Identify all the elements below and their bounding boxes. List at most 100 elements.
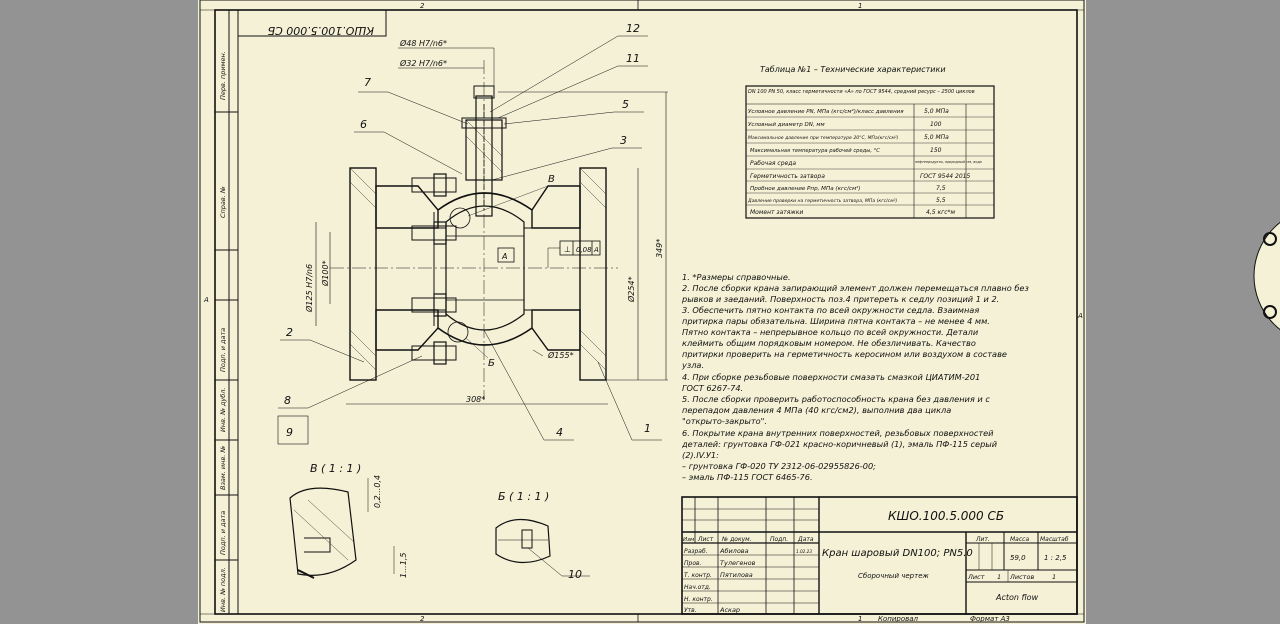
zone-right: A (1077, 312, 1083, 320)
mirrored-drawing-number: КШО.100.5.000 СБ (268, 24, 374, 37)
svg-text:Масштаб: Масштаб (1040, 536, 1069, 543)
svg-text:Разраб.: Разраб. (684, 548, 708, 555)
spec-table-title: Таблица №1 – Технические характеристики (760, 65, 946, 74)
svg-text:Максимальная температура рабоч: Максимальная температура рабочей среды, … (750, 148, 880, 154)
zone-top-right: 1 (858, 2, 862, 10)
title-block: Изм. Лист № докум. Подп. Дата Разраб. Аб… (681, 496, 1078, 615)
drawing-number: КШО.100.5.000 СБ (888, 509, 1004, 523)
svg-text:1.02.23: 1.02.23 (796, 549, 812, 554)
stamp-vzam-inv: Взам. инв. № (219, 446, 227, 490)
footer-format: Формат A3 (970, 615, 1010, 623)
svg-text:1: 1 (644, 422, 651, 435)
svg-text:– эмаль ПФ-115 ГОСТ 6465-76.: – эмаль ПФ-115 ГОСТ 6465-76. (682, 472, 813, 482)
svg-text:Тулегенов: Тулегенов (720, 559, 756, 567)
detail-view-v: В ( 1 : 1 ) 0,2...0,4 1...1,5 (289, 462, 408, 579)
view-v-dim-b: 1...1,5 (399, 553, 408, 578)
view-v-label: В ( 1 : 1 ) (310, 462, 361, 475)
svg-text:Пятно контакта – непрерывное к: Пятно контакта – непрерывное кольцо по в… (682, 327, 979, 337)
detail-view-b: Б ( 1 : 1 ) 10 (495, 490, 590, 581)
outer-frame (199, 0, 1085, 623)
svg-text:Момент затяжки: Момент затяжки (750, 209, 803, 216)
svg-text:Масса: Масса (1010, 536, 1029, 543)
svg-text:5,0 МПа: 5,0 МПа (924, 108, 949, 115)
svg-text:Давление проверки на герметичн: Давление проверки на герметичность затво… (747, 198, 898, 204)
svg-text:⊥: ⊥ (564, 245, 571, 254)
company-name: Acton flow (995, 593, 1039, 602)
svg-text:Условное давление PN, МПа (кгс: Условное давление PN, МПа (кгс/см²)/клас… (748, 108, 904, 115)
svg-text:– грунтовка ГФ-020 ТУ 2312-06-: – грунтовка ГФ-020 ТУ 2312-06-02955826-0… (682, 461, 876, 471)
stamp-inv-podl: Инв. № подл. (219, 567, 227, 612)
svg-text:Абилова: Абилова (719, 547, 749, 555)
svg-text:2: 2 (286, 326, 293, 339)
svg-text:Нач.отд.: Нач.отд. (684, 584, 711, 591)
zone-bottom-right: 1 (858, 615, 862, 623)
detail-mark-b: Б (488, 358, 495, 369)
footer-copied: Копировал (878, 615, 919, 623)
svg-text:деталей: грунтовка ГФ-021 крас: деталей: грунтовка ГФ-021 красно-коричне… (681, 439, 998, 449)
svg-text:6. Покрытие крана внутренних: 6. Покрытие крана внутренних поверхносте… (682, 428, 994, 438)
svg-text:3: 3 (620, 134, 627, 147)
svg-text:9: 9 (286, 426, 293, 439)
datum-a: A (501, 252, 507, 261)
svg-text:150: 150 (930, 147, 942, 154)
drawing-sheet: 2 1 2 1 A A Перв. примен. Справ. № Подп.… (198, 0, 1086, 624)
svg-text:5,0 МПа: 5,0 МПа (924, 134, 949, 141)
svg-text:Рабочая среда: Рабочая среда (750, 160, 796, 167)
svg-text:нефтепродукты, природный газ,: нефтепродукты, природный газ, вода (915, 160, 982, 164)
svg-text:Изм.: Изм. (683, 537, 696, 543)
drawing-scale: 1 : 2,5 (1044, 554, 1067, 562)
svg-text:7,5: 7,5 (936, 185, 946, 192)
sheet-no: 1 (997, 573, 1001, 581)
svg-text:4. При сборке резьбовые пове: 4. При сборке резьбовые поверхности смаз… (682, 372, 980, 382)
valve-section-view (330, 60, 618, 400)
zone-left: A (203, 296, 209, 304)
zone-bottom-left: 2 (420, 615, 425, 623)
svg-text:ГОСТ 6267-74.: ГОСТ 6267-74. (682, 383, 743, 393)
svg-text:Листов: Листов (1009, 573, 1034, 581)
svg-text:Подп.: Подп. (770, 536, 788, 543)
detail-mark-v: В (548, 174, 555, 185)
svg-text:4: 4 (556, 426, 563, 439)
dim-d125: Ø125 H7/n6 (304, 264, 314, 313)
tolerance-value: 0,08 (576, 246, 592, 254)
svg-text:5. После сборки проверить ра: 5. После сборки проверить работоспособно… (682, 394, 990, 404)
stamp-sprav-no: Справ. № (219, 186, 227, 218)
svg-text:(2).IV.У1:: (2).IV.У1: (682, 450, 719, 460)
stamp-inv-dubl: Инв. № дубл. (219, 388, 227, 432)
dim-d100: Ø100* (320, 260, 330, 287)
svg-text:10: 10 (568, 568, 582, 581)
svg-text:Утв.: Утв. (684, 607, 697, 614)
svg-text:перепадом давления 4 МПа (40 к: перепадом давления 4 МПа (40 кгс/см2), в… (682, 405, 951, 415)
svg-text:Дата: Дата (797, 536, 814, 543)
svg-text:Т. контр.: Т. контр. (684, 572, 712, 579)
side-stamp: Перв. примен. Справ. № Подп. и дата Инв.… (215, 10, 239, 614)
view-b-label: Б ( 1 : 1 ) (498, 490, 549, 503)
svg-text:3. Обеспечить пятно контакта: 3. Обеспечить пятно контакта по всей окр… (682, 305, 979, 315)
dimensions: Ø48 H7/n6* Ø32 H7/n6* Ø125 H7/n6 Ø100* Ø… (304, 38, 668, 405)
svg-text:Максимальное давление при темп: Максимальное давление при температуре 20… (748, 135, 899, 141)
svg-text:Пятилова: Пятилова (720, 571, 753, 579)
tolerance-datum: A (593, 246, 599, 254)
svg-text:№ докум.: № докум. (721, 536, 752, 543)
svg-text:рывков и заеданий. Поверхность: рывков и заеданий. Поверхность поз.4 при… (681, 294, 999, 304)
drawing-title: Кран шаровый DN100; PN5.0 (822, 548, 973, 559)
svg-text:Пров.: Пров. (684, 560, 702, 567)
stamp-perv-primen: Перв. примен. (219, 51, 227, 100)
drawing-subtitle: Сборочный чертеж (858, 572, 929, 580)
svg-text:8: 8 (284, 394, 291, 407)
svg-text:6: 6 (360, 118, 367, 131)
dim-len308: 308* (466, 395, 485, 404)
zone-top-left: 2 (420, 2, 425, 10)
svg-text:Лит.: Лит. (975, 536, 990, 543)
svg-text:притирки проверить на герметич: притирки проверить на герметичность керо… (682, 349, 1007, 359)
svg-text:ГОСТ 9544 2015: ГОСТ 9544 2015 (920, 173, 970, 180)
svg-text:Н. контр.: Н. контр. (684, 596, 713, 603)
svg-text:4,5 кгс*м: 4,5 кгс*м (926, 209, 956, 216)
sheets-total: 1 (1052, 573, 1056, 581)
svg-text:Аскар: Аскар (719, 606, 740, 614)
svg-text:100: 100 (930, 121, 942, 128)
svg-text:Условный диаметр DN, мм: Условный диаметр DN, мм (748, 122, 825, 128)
svg-text:узла.: узла. (681, 360, 704, 370)
spec-table: Таблица №1 – Технические характеристики … (745, 65, 995, 219)
stamp-podp-data-2: Подп. и дата (219, 511, 227, 555)
